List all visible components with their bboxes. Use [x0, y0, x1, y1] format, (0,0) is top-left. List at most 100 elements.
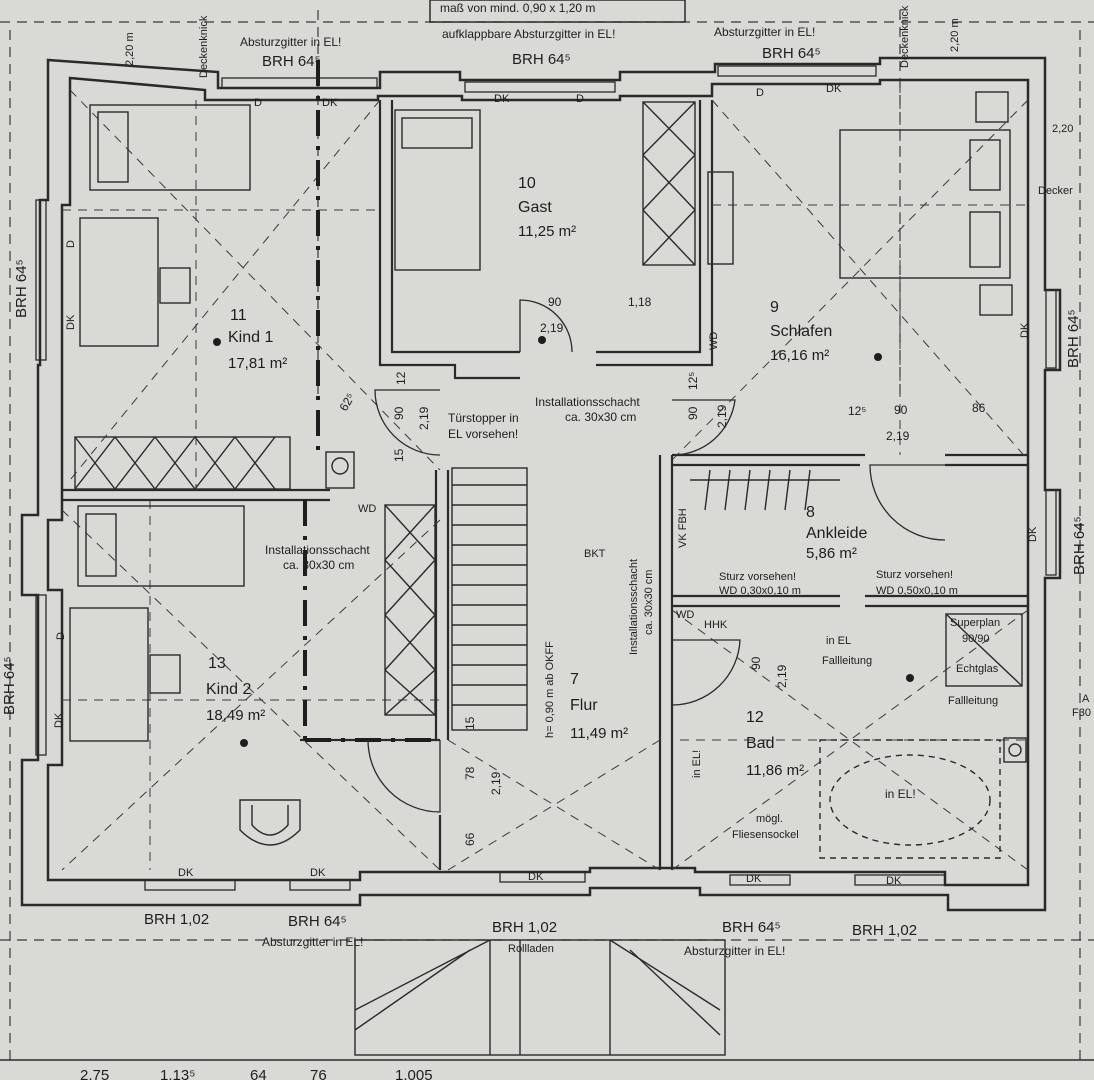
- echtglas: Echtglas: [956, 663, 999, 675]
- mark-dk-11: DK: [746, 873, 762, 885]
- fallleitung1: Fallleitung: [822, 655, 872, 667]
- stairs: [451, 467, 528, 731]
- furniture: [0, 91, 1094, 1061]
- note-absturz-right: Absturzgitter in EL!: [714, 25, 815, 39]
- mark-dk-4: DK: [65, 314, 77, 330]
- dim-15: 15: [392, 448, 406, 462]
- dim-bottom-2: 64: [250, 1067, 267, 1080]
- bed-kind2: [77, 505, 245, 587]
- dim-bottom-1: 1.13⁵: [160, 1067, 195, 1080]
- dim-90d: 90: [894, 403, 908, 417]
- af30: A: [1082, 693, 1090, 705]
- superplan2: 90/90: [962, 633, 990, 645]
- mark-wd-1: WD: [358, 503, 376, 515]
- okff: h= 0,90 m ab OKFF: [544, 641, 556, 738]
- wardrobe-kind2: [384, 504, 436, 716]
- brh-top-mid: BRH 64⁵: [512, 51, 571, 68]
- desk-kind1: [79, 217, 159, 347]
- mark-dk-8: DK: [178, 867, 194, 879]
- flur-name: Flur: [570, 697, 598, 714]
- gast-num: 10: [518, 175, 536, 192]
- dim-219a: 2,19: [540, 321, 564, 335]
- shaft-box: [325, 451, 355, 489]
- mark-dk-2: DK: [494, 93, 510, 105]
- dim-219b: 2,19: [417, 406, 431, 430]
- bathtub: [819, 739, 1001, 859]
- mark-d-2: D: [576, 93, 584, 105]
- right-decker: Decker: [1038, 185, 1073, 197]
- note-install2: Installationsschacht: [265, 543, 370, 557]
- brh-bottom-1: BRH 1,02: [144, 911, 209, 928]
- note-tuerstopper2: EL vorsehen!: [448, 427, 518, 441]
- structural-dash-line: [303, 60, 440, 742]
- mark-dk-7: DK: [1027, 526, 1039, 542]
- hhk: HHK: [704, 619, 728, 631]
- bed-kind1: [89, 104, 251, 191]
- schlafen-area: 16,16 m²: [770, 347, 829, 364]
- schlafen-name: Schlafen: [770, 323, 832, 340]
- dim-118: 1,18: [628, 295, 652, 309]
- moegl: mögl.: [756, 813, 783, 825]
- height-left: 2,20 m: [124, 32, 136, 66]
- dim-bottom-3: 76: [310, 1067, 327, 1080]
- dim-bottom-4: 1,005: [395, 1067, 433, 1080]
- kind2-area: 18,49 m²: [206, 707, 265, 724]
- superplan: Superplan: [950, 617, 1000, 629]
- dim-12: 12: [394, 371, 408, 385]
- ankleide-name: Ankleide: [806, 525, 867, 542]
- interior-walls: [62, 100, 1028, 870]
- dim-90a: 90: [548, 295, 562, 309]
- dim-219f: 2,19: [489, 771, 503, 795]
- mark-wd-3: WD: [676, 609, 694, 621]
- door-swings: [367, 299, 946, 813]
- dim-125b: 12⁵: [848, 404, 866, 418]
- note-absturz-mid: aufklappbare Absturzgitter in EL!: [442, 27, 615, 41]
- windows: [35, 65, 1057, 891]
- note-absturz-left: Absturzgitter in EL!: [240, 35, 341, 49]
- in-el-3: in EL!: [691, 750, 703, 778]
- deckenknick-right: Deckenknick: [899, 5, 911, 68]
- flur-area: 11,49 m²: [570, 725, 628, 742]
- dim-66: 66: [463, 832, 477, 846]
- bed-schlafen: [839, 129, 1011, 279]
- right-220: 2,20: [1052, 123, 1073, 135]
- brh-right-top: BRH 64⁵: [1065, 309, 1082, 368]
- fliesensockel: Fliesensockel: [732, 829, 799, 841]
- bkt: BKT: [584, 548, 606, 560]
- dim-15b: 15: [463, 716, 477, 730]
- dim-90c: 90: [686, 406, 700, 420]
- gast-area: 11,25 m²: [518, 223, 576, 240]
- mark-d-5: D: [55, 632, 67, 640]
- dim-219c: 2,19: [715, 404, 729, 428]
- note-absturz-bl: Absturzgitter in EL!: [262, 935, 363, 949]
- wardrobe-kind1: [74, 436, 291, 490]
- rollladen: Rollladen: [508, 943, 554, 955]
- mark-dk-3: DK: [826, 83, 842, 95]
- mark-dk-6: DK: [1019, 322, 1031, 338]
- mark-d-4: D: [65, 240, 77, 248]
- dim-90e: 90: [749, 656, 763, 670]
- bad-area: 11,86 m²: [746, 762, 804, 779]
- note-sturz2: Sturz vorsehen!: [876, 569, 953, 581]
- note-install2b: ca. 30x30 cm: [283, 558, 354, 572]
- brh-bottom-4: BRH 64⁵: [722, 919, 781, 936]
- balcony-steps: [354, 939, 726, 1056]
- mark-dk-1: DK: [322, 97, 338, 109]
- kind1-num: 11: [230, 307, 247, 324]
- dim-86: 86: [972, 401, 986, 415]
- in-el-2: in EL!: [885, 787, 916, 801]
- vkfbh: VK FBH: [677, 508, 689, 548]
- flur-num: 7: [570, 671, 579, 688]
- dim-bottom-5: 2,75: [80, 1067, 109, 1080]
- schlafen-num: 9: [770, 299, 779, 316]
- bad-num: 12: [746, 709, 764, 726]
- note-absturz-br: Absturzgitter in EL!: [684, 944, 785, 958]
- note-tuerstopper: Türstopper in: [448, 411, 519, 425]
- ankleide-area: 5,86 m²: [806, 545, 857, 562]
- chair-kind2: [239, 799, 301, 846]
- note-install1: Installationsschacht: [535, 395, 640, 409]
- fallleitung2: Fallleitung: [948, 695, 998, 707]
- brh-top-left: BRH 64⁵: [262, 53, 321, 70]
- note-sturz2b: WD 0,50x0,10 m: [876, 585, 958, 597]
